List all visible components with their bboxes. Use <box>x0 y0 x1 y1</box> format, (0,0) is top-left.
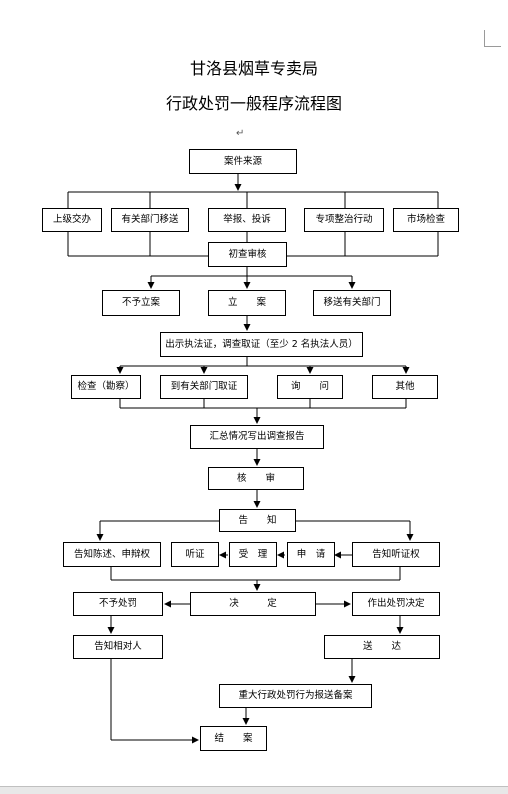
status-bar <box>0 786 508 794</box>
page-corner-marker <box>484 30 501 47</box>
method-questioning: 询 问 <box>277 375 343 399</box>
transfer-department-box: 移送有关部门 <box>313 290 391 316</box>
paragraph-mark: ↵ <box>236 128 245 139</box>
accept-box: 受 理 <box>229 542 277 567</box>
filing-box: 立 案 <box>208 290 286 316</box>
notify-box: 告 知 <box>219 509 296 532</box>
no-penalty-box: 不予处罚 <box>73 592 163 616</box>
source-superior-assignment: 上级交办 <box>42 208 102 232</box>
inform-party-box: 告知相对人 <box>73 635 163 659</box>
title-line-2: 行政处罚一般程序流程图 <box>165 94 342 113</box>
close-case-box: 结 案 <box>200 726 267 751</box>
notify-statement-defense-box: 告知陈述、申辩权 <box>63 542 161 567</box>
source-department-transfer: 有关部门移送 <box>111 208 189 232</box>
major-penalty-report-box: 重大行政处罚行为报送备案 <box>219 684 372 708</box>
decision-box: 决 定 <box>190 592 316 616</box>
investigation-box: 出示执法证，调查取证（至少 2 名执法人员） <box>160 332 363 357</box>
source-report-complaint: 举报、投诉 <box>208 208 286 232</box>
initial-review-box: 初查审核 <box>208 242 287 267</box>
review-box: 核 审 <box>208 467 304 490</box>
apply-box: 申 请 <box>287 542 335 567</box>
penalty-decision-box: 作出处罚决定 <box>352 592 440 616</box>
no-filing-box: 不予立案 <box>102 290 180 316</box>
method-department-evidence: 到有关部门取证 <box>160 375 248 399</box>
investigation-report-box: 汇总情况写出调查报告 <box>190 425 324 449</box>
method-other: 其他 <box>372 375 438 399</box>
title-line-1: 甘洛县烟草专卖局 <box>189 59 318 78</box>
source-special-campaign: 专项整治行动 <box>304 208 384 232</box>
deliver-box: 送 达 <box>324 635 440 659</box>
case-source-box: 案件来源 <box>189 149 297 174</box>
hearing-box: 听证 <box>171 542 219 567</box>
source-market-inspection: 市场检查 <box>393 208 459 232</box>
method-inspection: 检查（勘察） <box>71 375 141 399</box>
notify-hearing-right-box: 告知听证权 <box>352 542 440 567</box>
